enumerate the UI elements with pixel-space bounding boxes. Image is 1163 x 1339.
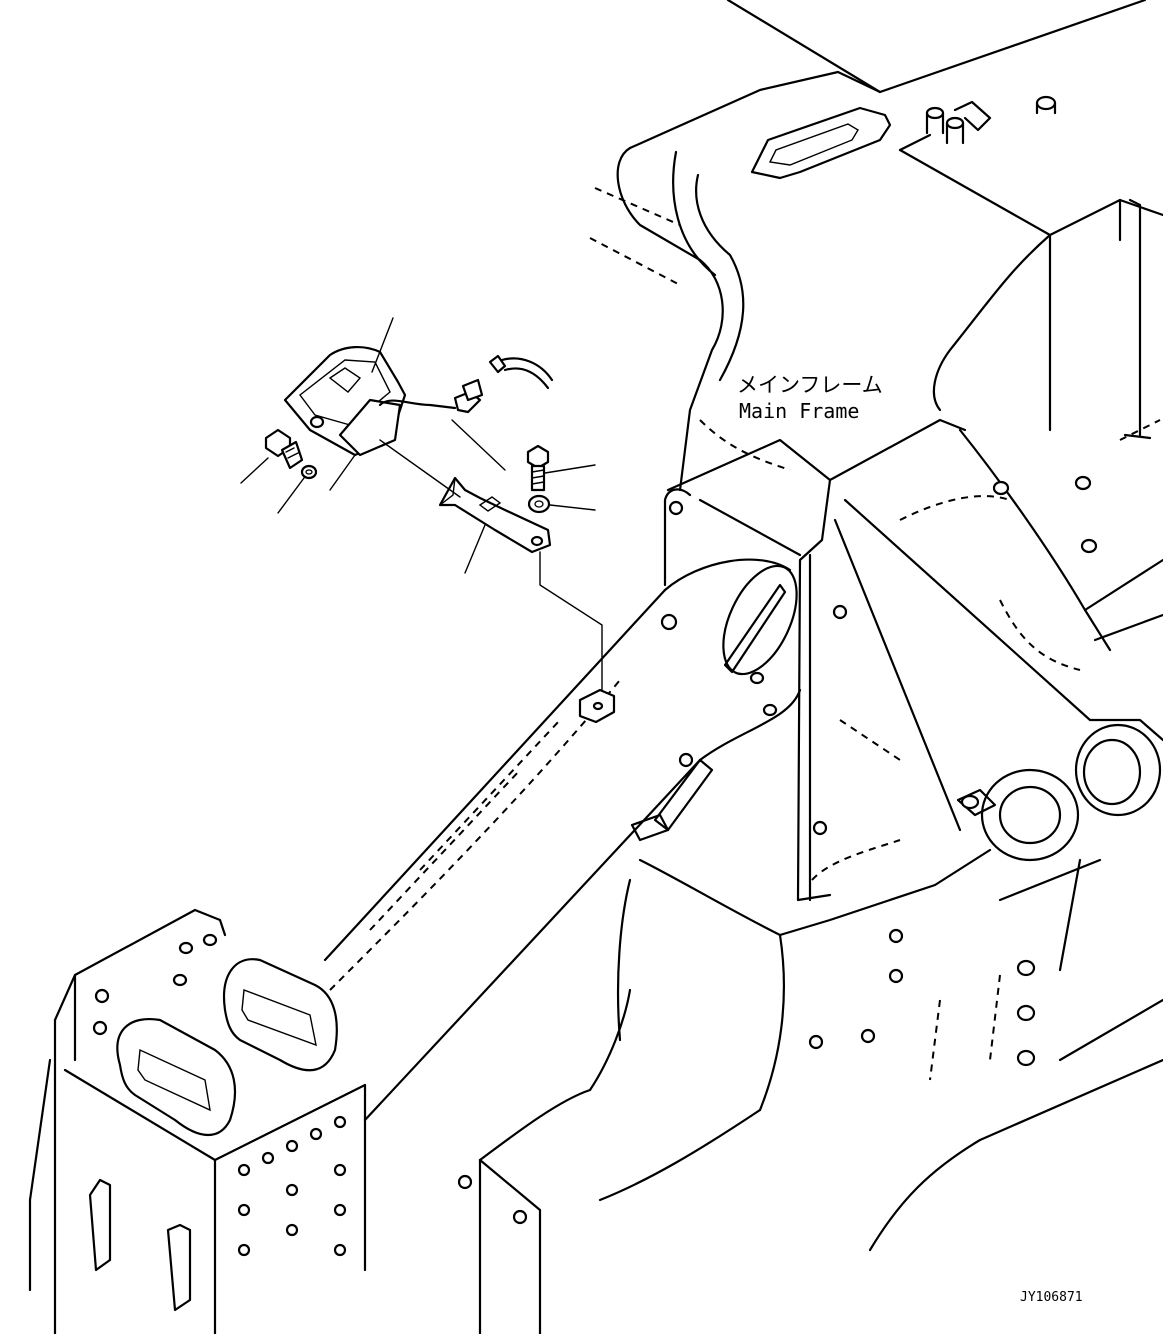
main-frame [589, 0, 1163, 1252]
lamp-unit [283, 346, 554, 457]
drawing-id: JY106871 [1020, 1290, 1083, 1305]
washer-left [300, 464, 318, 480]
main-frame-label-jp: メインフレーム [737, 373, 883, 397]
bolt-left [264, 428, 304, 470]
chassis-block [53, 908, 367, 1336]
bolt-right [526, 444, 550, 492]
mounting-bracket [438, 476, 552, 554]
main-frame-label-en: Main Frame [739, 399, 859, 423]
assembly-lines [329, 419, 603, 691]
washer-right [527, 494, 551, 514]
leader-lines [240, 317, 596, 574]
diagonal-beam [28, 558, 802, 1336]
